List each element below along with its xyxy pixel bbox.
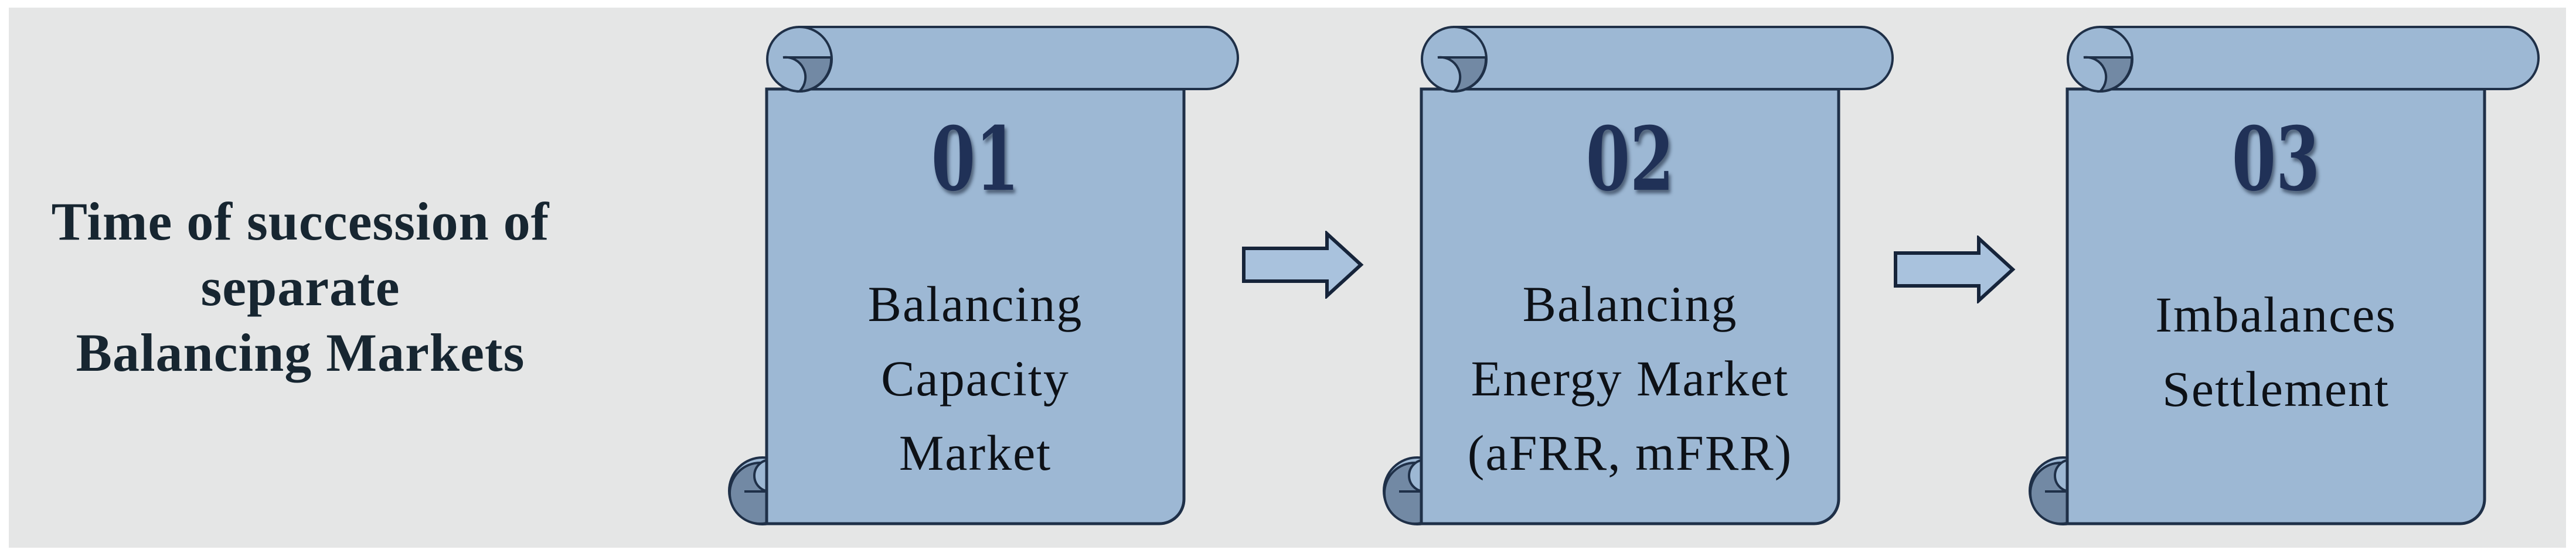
diagram-title-line: Balancing Markets: [76, 323, 525, 383]
scroll-shape-icon: [728, 26, 1239, 525]
step-text: Imbalances Settlement: [2067, 278, 2485, 426]
step-text-line: Market: [899, 425, 1052, 481]
step-text-line: Capacity: [881, 350, 1070, 407]
step-number: 02: [1585, 108, 1675, 211]
scroll-shape-icon: [2029, 26, 2540, 525]
step-text: Balancing Capacity Market: [767, 267, 1184, 490]
scroll-step-3: 03 Imbalances Settlement: [2027, 25, 2543, 540]
scroll-shape-icon: [1383, 26, 1894, 525]
step-text-line: (aFRR, mFRR): [1467, 425, 1793, 481]
scroll-step-2: 02 Balancing Energy Market (aFRR, mFRR): [1381, 25, 1897, 540]
flow-arrow-icon: [1242, 231, 1364, 299]
step-text-line: Energy Market: [1471, 350, 1789, 407]
step-text: Balancing Energy Market (aFRR, mFRR): [1421, 267, 1839, 490]
step-text-line: Balancing: [867, 276, 1083, 332]
step-text-line: Balancing: [1522, 276, 1738, 332]
step-number: 03: [2231, 108, 2320, 211]
diagram-title-line: Time of succession of: [51, 192, 550, 251]
step-number: 01: [931, 108, 1020, 211]
step-text-line: Settlement: [2162, 361, 2390, 417]
scroll-step-1: 01 Balancing Capacity Market: [727, 25, 1243, 540]
diagram-title: Time of succession of separate Balancing…: [32, 189, 569, 385]
step-text-line: Imbalances: [2155, 286, 2397, 343]
flow-arrow-icon: [1894, 235, 2016, 303]
diagram-title-line: separate: [200, 257, 400, 317]
